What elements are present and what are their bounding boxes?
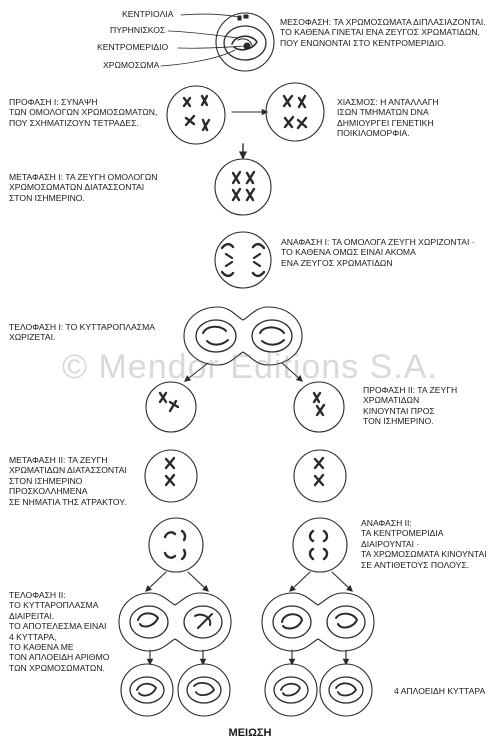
text-result: 4 ΑΠΛΟΕΙΔΗ ΚΥΤΤΑΡΑ [394,686,486,696]
text-crossing-over: ΧΙΑΣΜΟΣ: Η ΑΝΤΑΛΛΑΓΗ ΙΣΩΝ ΤΜΗΜΑΤΩΝ DNA Δ… [337,97,439,139]
crossing-over-cell [265,82,325,142]
label-centrioles: ΚΕΝΤΡΙΟΛΙΑ [122,9,174,19]
text-telophase2: ΤΕΛΟΦΑΣΗ ΙΙ: ΤΟ ΚΥΤΤΑΡΟΠΛΑΣΜΑ ΔΙΑΙΡΕΙΤΑΙ… [9,590,110,673]
text-metaphase1: ΜΕΤΑΦΑΣΗ Ι: ΤΑ ΖΕΥΓΗ ΟΜΟΛΟΓΩΝ ΧΡΩΜΟΣΩΜΑΤ… [9,172,158,203]
label-chromosome: ΧΡΩΜΟΣΩΜΑ [103,60,160,70]
haploid-cell-2 [177,663,231,717]
interphase-cell [215,12,275,72]
telophase2-right-cells [261,592,375,652]
haploid-cell-3 [264,663,318,717]
label-centromere: ΚΕΝΤΡΟΜΕΡΙΔΙΟ [97,42,169,52]
label-leaders [160,13,245,67]
prophase2-left-cell [145,381,197,433]
text-anaphase1: ΑΝΑΦΑΣΗ Ι: ΤΑ ΟΜΟΛΟΓΑ ΖΕΥΓΗ ΧΩΡΙΖΟΝΤΑΙ ·… [281,237,475,268]
haploid-cell-1 [120,663,174,717]
watermark: © Mendor Editions S.A. [62,348,438,386]
text-prophase1: ΠΡΟΦΑΣΗ Ι: ΣΥΝΑΨΗ ΤΩΝ ΟΜΟΛΟΓΩΝ ΧΡΩΜΟΣΩΜΑ… [9,97,158,128]
text-anaphase2: ΑΝΑΦΑΣΗ ΙΙ: ΤΑ ΚΕΝΤΡΟΜΕΡΙΔΙΑ ΔΙΑΙΡΟΥΝΤΑΙ… [361,518,487,570]
metaphase2-right-cell [293,449,347,503]
haploid-cell-4 [319,663,373,717]
metaphase1-cell [214,158,272,216]
label-nucleolus: ΠΥΡΗΝΙΣΚΟΣ [110,25,166,35]
anaphase2-right-cell [292,517,348,573]
metaphase2-left-cell [144,449,198,503]
anaphase1-cell [214,231,272,289]
anaphase2-left-cell [148,517,204,573]
prophase1-cell [166,85,226,145]
text-telophase1: ΤΕΛΟΦΑΣΗ Ι: ΤΟ ΚΥΤΤΑΡΟΠΛΑΣΜΑ ΧΩΡΙΖΕΤΑΙ. [9,322,156,343]
diagram-title: ΜΕΙΩΣΗ [228,727,272,739]
telophase1-cells [183,306,303,366]
telophase2-left-cells [118,592,232,652]
text-interphase: ΜΕΣΟΦΑΣΗ: ΤΑ ΧΡΩΜΟΣΩΜΑΤΑ ΔΙΠΛΑΣΙΑΖΟΝΤΑΙ.… [280,17,486,48]
prophase2-right-cell [293,381,345,433]
text-metaphase2: ΜΕΤΑΦΑΣΗ ΙΙ: ΤΑ ΖΕΥΓΗ ΧΡΩΜΑΤΙΔΩΝ ΔΙΑΤΑΣΣ… [9,455,127,507]
text-prophase2: ΠΡΟΦΑΣΗ ΙΙ: ΤΑ ΖΕΥΓΗ ΧΡΩΜΑΤΙΔΩΝ ΚΙΝΟΥΝΤΑ… [363,385,458,427]
